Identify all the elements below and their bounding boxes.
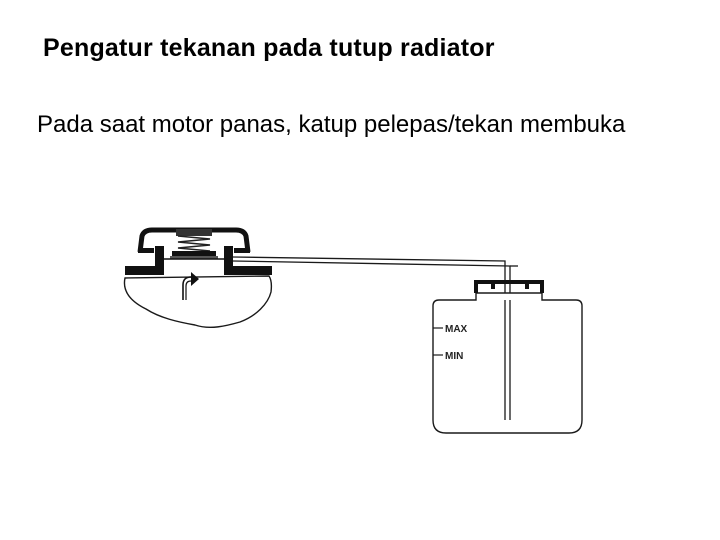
body-text: Pada saat motor panas, katup pelepas/tek…: [37, 111, 626, 138]
radiator-cap: [137, 227, 251, 253]
flow-arrow-icon: [182, 272, 199, 300]
radiator-tank: [123, 275, 273, 329]
min-label: MIN: [445, 351, 463, 362]
slide-title: Pengatur tekanan pada tutup radiator: [43, 34, 495, 62]
reservoir-tank: MAX MIN: [432, 280, 583, 434]
pressure-valve-spring: [160, 235, 228, 260]
max-label: MAX: [445, 324, 468, 335]
filler-neck: [125, 246, 272, 275]
